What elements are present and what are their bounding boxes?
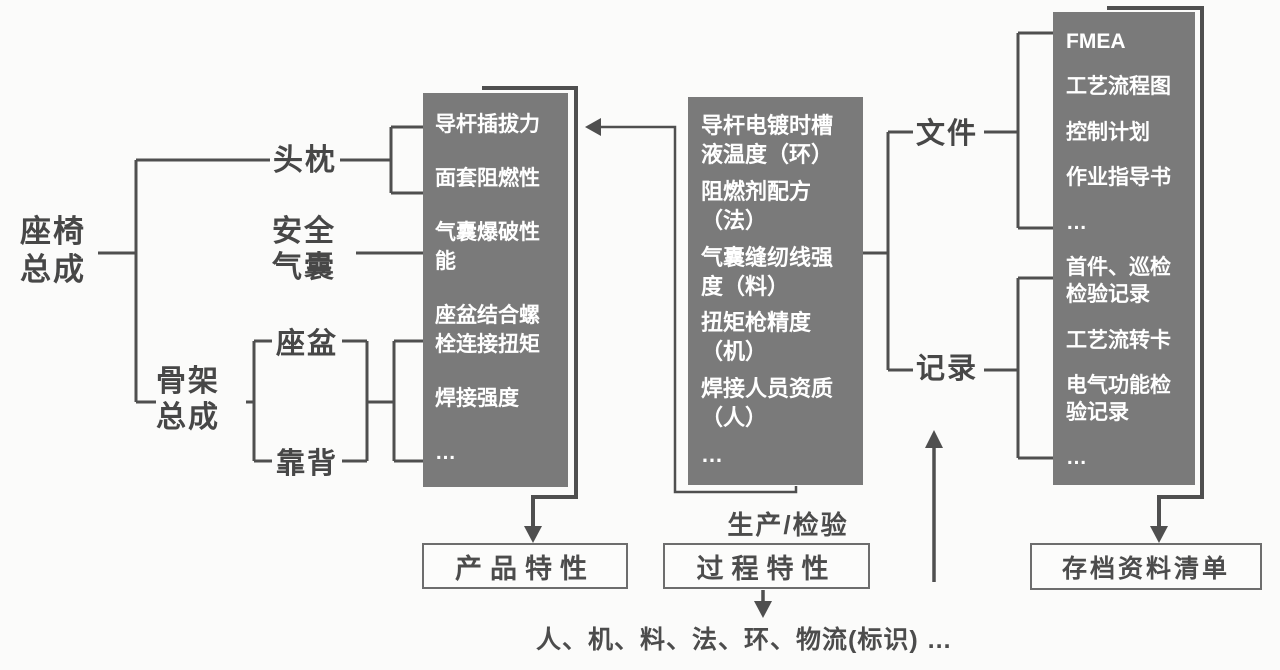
product-item: 气囊爆破性能 [435,221,540,273]
arrow-down-product-icon [524,526,542,543]
product-item: 座盆结合螺栓连接扭矩 [435,304,540,356]
frame-bracket-line [246,339,272,463]
product-characteristics-box: 导杆插拔力 面套阻燃性 气囊爆破性能 座盆结合螺栓连接扭矩 焊接强度 … [423,93,568,487]
root-branch-line [98,158,270,404]
product-characteristics-result-box: 产品特性 [422,543,628,589]
label-seat-assembly: 座椅 总成 [20,214,86,287]
archive-item: 工艺流程图 [1066,75,1171,99]
headrest-bracket-line [340,125,423,195]
label-backrest: 靠背 [276,448,339,480]
archive-documents-box: FMEA 工艺流程图 控制计划 作业指导书 … 首件、巡检检验记录 工艺流转卡 … [1053,12,1195,485]
archive-box-outflow-line [1107,6,1204,528]
process-item: 阻燃剂配方（法） [701,178,812,233]
arrow-left-feedback-icon [585,118,601,136]
archive-item-ellipsis: … [1066,211,1087,234]
product-item: 焊接强度 [435,387,519,410]
production-inspection-label: 生产/检验 [727,510,849,540]
product-box-outflow-line [482,86,578,528]
archive-item: 控制计划 [1066,120,1150,144]
arrow-up-icon [925,430,943,448]
archive-item: 首件、巡检检验记录 [1066,256,1171,307]
process-characteristics-result-box: 过程特性 [663,543,870,589]
label-headrest: 头枕 [273,144,337,177]
archive-item: 工艺流转卡 [1066,328,1171,352]
archive-item-ellipsis: … [1066,446,1087,469]
process-item: 气囊缝纫线强度（料） [701,244,834,299]
product-item-ellipsis: … [435,441,456,464]
process-item: 扭矩枪精度（机） [701,310,812,365]
arrow-down-archive-icon [1150,526,1168,543]
process-item: 导杆电镀时槽液温度（环） [701,113,834,167]
archive-item: 电气功能检验记录 [1066,373,1171,424]
process-item: 焊接人员资质（人） [701,376,834,431]
label-seat-pan: 座盆 [276,328,339,360]
panback-bracket-line [342,339,423,463]
label-airbag: 安全 气囊 [272,215,336,284]
label-records: 记录 [916,353,979,385]
factors-label: 人、机、料、法、环、物流(标识) … [536,626,953,654]
process-to-product-feedback-line [600,125,798,494]
label-frame-assembly: 骨架 总成 [156,365,220,434]
process-to-doc-line [863,130,913,372]
archive-list-result-box: 存档资料清单 [1030,543,1262,590]
product-item: 面套阻燃性 [435,167,540,190]
label-documents: 文件 [916,118,979,150]
process-item-ellipsis: … [701,441,723,467]
product-item: 导杆插拔力 [435,113,540,136]
arrow-down-factors-icon [754,601,772,618]
file-bracket-line [984,31,1053,230]
process-characteristics-box: 导杆电镀时槽液温度（环） 阻燃剂配方（法） 气囊缝纫线强度（料） 扭矩枪精度（机… [688,97,863,485]
archive-item: FMEA [1066,30,1126,53]
archive-item: 作业指导书 [1066,165,1171,189]
record-bracket-line [984,276,1053,460]
